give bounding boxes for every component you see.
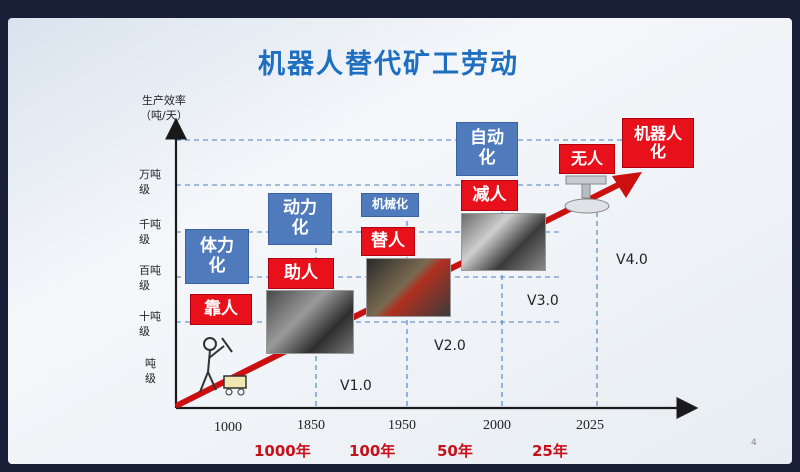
stage-label-box: 助人 [268, 258, 334, 289]
interval-label: 25年 [532, 442, 568, 460]
x-tick-label: 1950 [388, 418, 416, 433]
trend-arrow-head [612, 172, 642, 198]
mining-photo-1850 [266, 290, 354, 354]
version-label: V4.0 [616, 252, 648, 268]
stage-label-box: 靠人 [190, 294, 252, 325]
x-tick-label: 2025 [576, 418, 604, 433]
x-tick-label: 1000 [214, 420, 242, 435]
version-label: V1.0 [340, 378, 372, 394]
robot-illustration [560, 174, 616, 216]
x-tick-label: 1850 [297, 418, 325, 433]
interval-label: 100年 [349, 442, 396, 460]
y-tick-label: 百吨 级 [139, 264, 161, 293]
page-number: 4 [751, 438, 757, 448]
y-tick-label: 千吨 级 [139, 218, 161, 247]
page-title: 机器人替代矿工劳动 [258, 49, 519, 80]
miner-illustration [188, 332, 252, 398]
interval-label: 1000年 [254, 442, 311, 460]
stage-mode-box: 机器人化 [622, 118, 694, 168]
stage-mode-box: 动力化 [268, 193, 332, 245]
mining-photo-1950 [366, 258, 451, 317]
stage-mode-box: 体力化 [185, 229, 249, 284]
y-tick-label: 万吨 级 [139, 168, 161, 197]
version-label: V3.0 [527, 293, 559, 309]
stage-label-box: 替人 [361, 227, 415, 256]
y-tick-label: 吨 级 [145, 357, 156, 386]
y-tick-label: 十吨 级 [139, 310, 161, 339]
mining-photo-2000 [461, 213, 546, 271]
stage-label-box: 无人 [559, 144, 615, 174]
y-axis-label: 生产效率 （吨/天） [140, 94, 188, 122]
version-label: V2.0 [434, 338, 466, 354]
x-tick-label: 2000 [483, 418, 511, 433]
stage-mode-box: 机械化 [361, 193, 419, 217]
stage-mode-box: 自动化 [456, 122, 518, 176]
interval-label: 50年 [437, 442, 473, 460]
stage-label-box: 减人 [461, 180, 518, 211]
